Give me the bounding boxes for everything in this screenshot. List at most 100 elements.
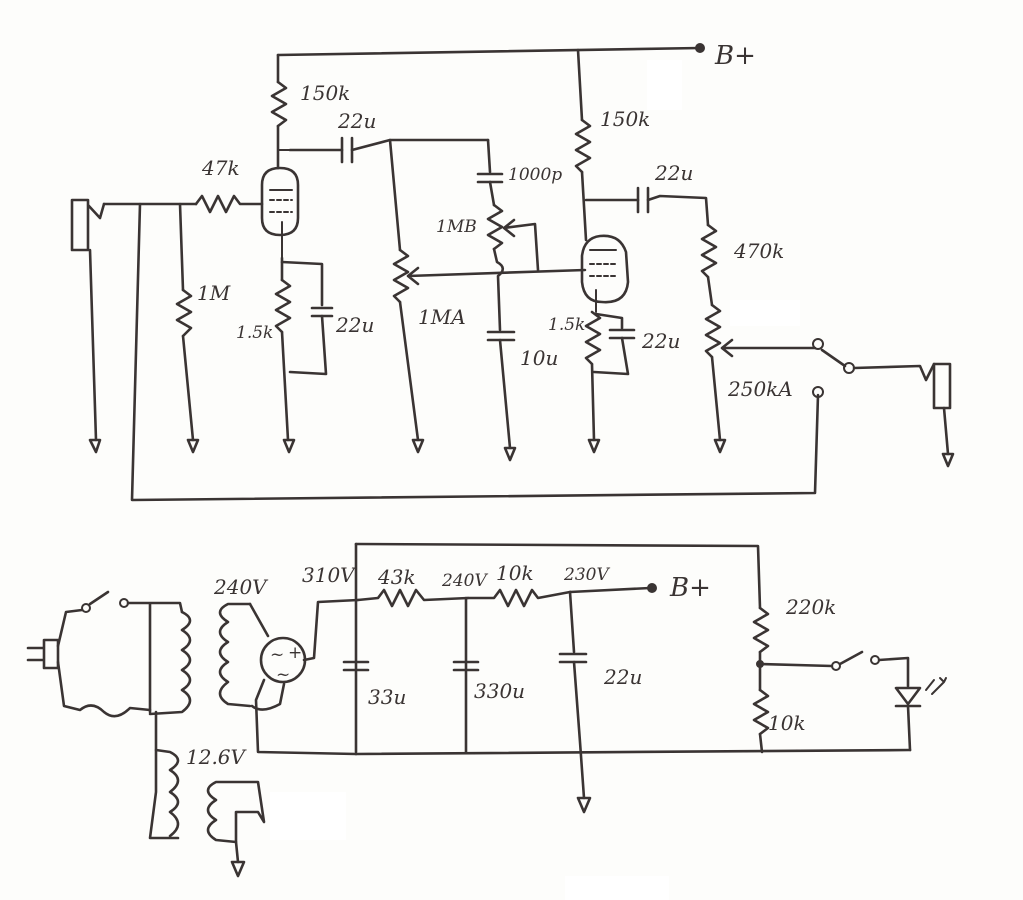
- treble-pot-label: 1MB: [436, 217, 477, 237]
- wire: [758, 732, 764, 754]
- fuse-symbol: [56, 660, 152, 718]
- wire: [398, 300, 420, 442]
- filter-cap-2-label: 330u: [474, 679, 525, 703]
- cathode-resistor-2-label: 1.5k: [548, 315, 585, 335]
- psu-section: 240V ~ + ~ 310V 33u 43k 240V 330u 10k 23…: [26, 542, 947, 878]
- bypass-wire: [130, 202, 820, 502]
- svg-text:+: +: [288, 643, 302, 663]
- wire: [852, 362, 936, 382]
- grid-leak-resistor: [175, 288, 193, 338]
- wire: [248, 602, 270, 638]
- svg-text:~: ~: [276, 665, 290, 685]
- plate-resistor-2-label: 150k: [600, 107, 650, 131]
- wire: [576, 48, 584, 122]
- filter-cap-1-label: 33u: [368, 685, 406, 709]
- heater-primary-winding: [154, 748, 180, 838]
- wire: [288, 314, 328, 376]
- ground-tone: [503, 446, 517, 462]
- output-wiper: [720, 338, 817, 358]
- tone-cap: [486, 330, 516, 342]
- ground-volume: [411, 438, 425, 454]
- wire: [568, 586, 652, 594]
- heater-secondary: [206, 780, 266, 844]
- wire: [710, 355, 722, 442]
- secondary-voltage-label: 240V: [213, 575, 269, 599]
- bplus-label-psu: B+: [669, 573, 711, 603]
- wire: [486, 138, 492, 174]
- wire: [178, 202, 185, 292]
- output-voltage-label: 230V: [563, 565, 610, 585]
- output-pot-label: 250kA: [727, 377, 793, 401]
- filter-cap-3: [558, 652, 588, 664]
- cathode-resistor-2: [584, 310, 602, 366]
- ground-heater: [230, 860, 246, 878]
- ground-psu: [576, 796, 592, 814]
- wire: [234, 840, 240, 864]
- output-pot: [704, 303, 722, 359]
- ground-output: [713, 438, 727, 454]
- coupling-cap-1-label: 22u: [337, 109, 376, 133]
- wire: [942, 406, 950, 456]
- led-switch-lever: [838, 650, 864, 666]
- whiteout-patch: [730, 300, 800, 326]
- bplus-terminal-psu: [647, 583, 657, 593]
- power-switch-contact-a: [81, 603, 91, 613]
- wire: [572, 660, 586, 800]
- drop-resistor-2-label: 10k: [496, 561, 534, 585]
- wire: [302, 598, 360, 662]
- filter-cap-3-label: 22u: [603, 665, 642, 689]
- filter-cap-2: [452, 660, 480, 672]
- wire: [354, 542, 762, 610]
- whiteout-patch: [565, 876, 669, 900]
- wire: [350, 138, 490, 152]
- ground-input: [88, 438, 102, 454]
- volume-pot-label: 1MA: [418, 305, 466, 329]
- wire: [56, 608, 84, 648]
- wire: [758, 662, 834, 668]
- grid-stopper-label: 47k: [201, 156, 240, 180]
- wire: [568, 590, 576, 654]
- wire: [280, 330, 290, 442]
- treble-pot: [486, 203, 504, 251]
- wire: [590, 362, 596, 442]
- bypass-switch-lever: [820, 348, 847, 368]
- wire: [580, 170, 588, 242]
- tone-cap-label: 10u: [520, 346, 558, 370]
- transformer-secondary: [218, 602, 252, 708]
- coupling-cap-2: [636, 186, 650, 214]
- cathode-cap-2-label: 22u: [641, 329, 680, 353]
- triode-2-symbol: [580, 234, 630, 313]
- grid-stopper-resistor: [194, 194, 264, 214]
- coupling-cap-1: [340, 136, 354, 164]
- wire: [280, 260, 324, 307]
- plate-resistor-1: [270, 80, 288, 128]
- volume-wiper: [406, 266, 587, 286]
- wire: [646, 194, 710, 227]
- ground-cathode-1: [282, 438, 296, 454]
- led-diode: [894, 686, 922, 708]
- transformer-primary: [148, 610, 192, 716]
- bplus-rail-top: [276, 46, 702, 57]
- wire: [706, 275, 714, 307]
- led-resistor-top: [752, 606, 770, 654]
- plate-resistor-1-label: 150k: [300, 81, 350, 105]
- wire: [388, 138, 402, 252]
- mains-plug: [26, 638, 60, 670]
- grid-leak-label: 1M: [197, 281, 231, 305]
- output-jack: [932, 362, 952, 410]
- mid-voltage-label: 240V: [441, 571, 488, 591]
- wire: [592, 336, 630, 376]
- bridge-rectifier: ~ + ~: [259, 636, 307, 685]
- drop-resistor-2: [466, 588, 572, 608]
- cathode-cap-1-label: 22u: [335, 313, 374, 337]
- led-resistor-top-label: 220k: [785, 595, 836, 619]
- treble-wiper: [502, 218, 540, 272]
- wire: [88, 248, 98, 442]
- wire: [126, 601, 184, 614]
- cathode-resistor-1: [274, 278, 292, 334]
- drop-resistor-1-label: 43k: [377, 565, 416, 589]
- wire: [254, 678, 358, 756]
- wire: [498, 338, 512, 450]
- whiteout-patch: [270, 792, 346, 840]
